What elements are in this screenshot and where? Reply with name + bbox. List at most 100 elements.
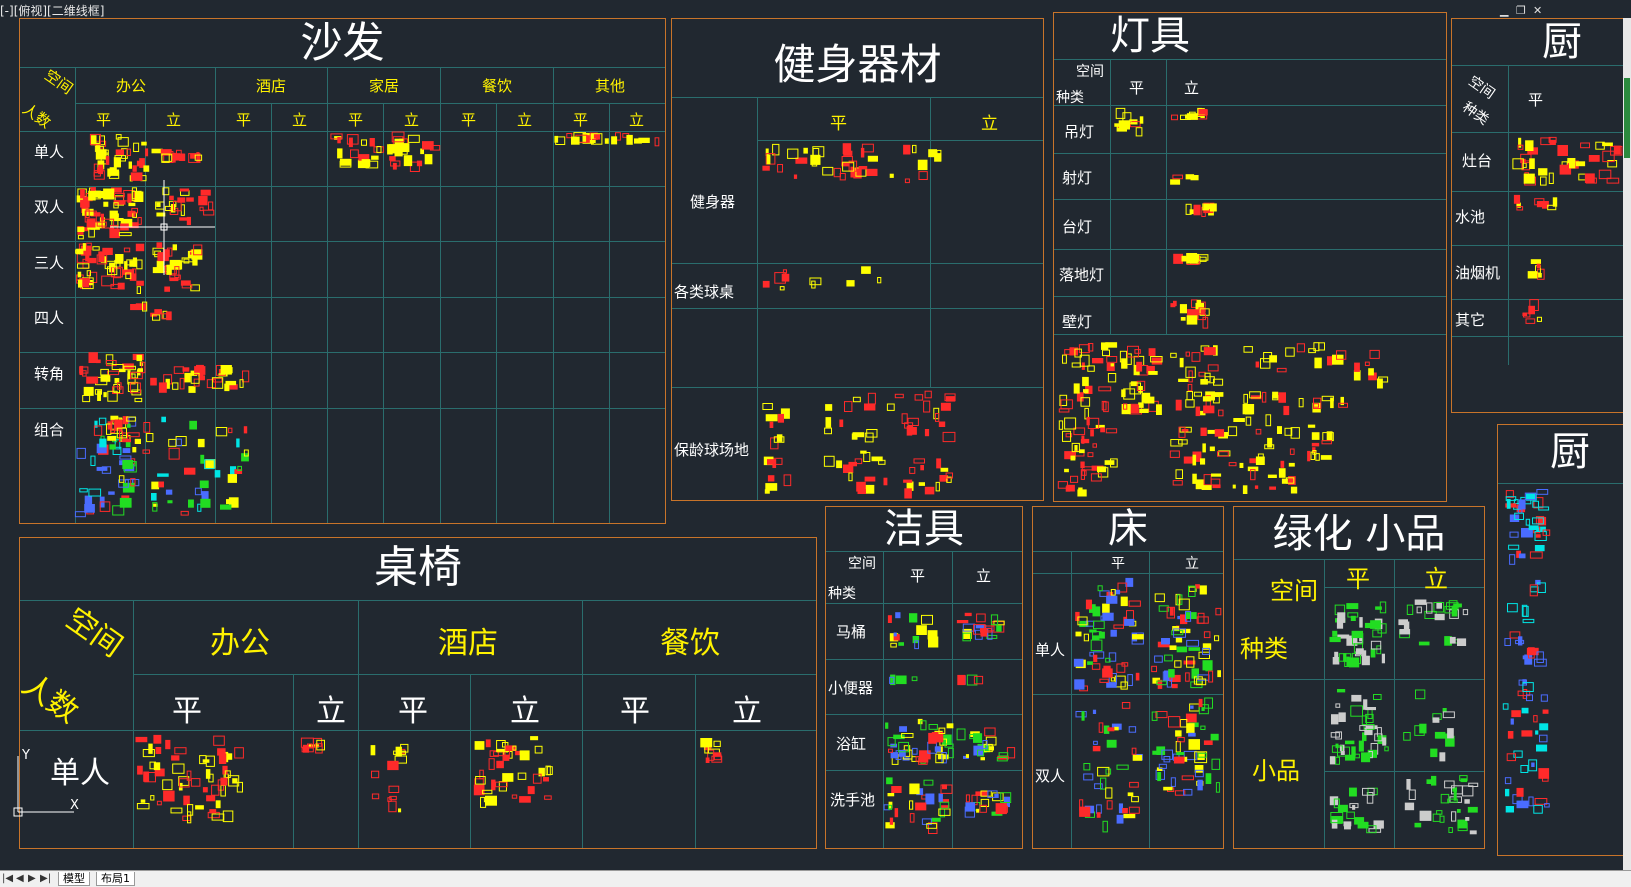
- cad-block-symbol[interactable]: [1115, 107, 1126, 119]
- cad-block-symbol[interactable]: [1404, 802, 1415, 811]
- cad-block-symbol[interactable]: [105, 354, 114, 365]
- cad-block-symbol[interactable]: [938, 793, 943, 803]
- cad-block-symbol[interactable]: [890, 752, 899, 759]
- cad-block-symbol[interactable]: [1525, 518, 1531, 526]
- cad-block-symbol[interactable]: [810, 154, 821, 165]
- cad-block-symbol[interactable]: [1588, 155, 1600, 162]
- cad-block-symbol[interactable]: [1092, 606, 1101, 617]
- cad-block-symbol[interactable]: [566, 133, 573, 139]
- cad-block-symbol[interactable]: [1345, 754, 1356, 761]
- cad-block-symbol[interactable]: [1122, 808, 1128, 814]
- cad-block-symbol[interactable]: [339, 158, 352, 166]
- cad-block-symbol[interactable]: [170, 260, 183, 270]
- cad-block-symbol[interactable]: [1073, 383, 1080, 394]
- cad-block-symbol[interactable]: [1326, 431, 1333, 441]
- cad-block-symbol[interactable]: [94, 389, 103, 395]
- cad-block-symbol[interactable]: [1345, 740, 1355, 745]
- cad-block-symbol[interactable]: [1198, 698, 1203, 708]
- cad-block-symbol[interactable]: [1557, 145, 1568, 156]
- cad-block-symbol[interactable]: [886, 777, 893, 785]
- cad-block-symbol[interactable]: [1337, 689, 1346, 693]
- cad-block-symbol[interactable]: [1185, 611, 1192, 622]
- cad-block-symbol[interactable]: [126, 416, 136, 422]
- cad-block-symbol[interactable]: [916, 625, 927, 635]
- cad-block-symbol[interactable]: [114, 155, 126, 162]
- cad-block-symbol[interactable]: [920, 465, 924, 471]
- cad-block-symbol[interactable]: [1131, 747, 1137, 755]
- cad-block-symbol[interactable]: [115, 254, 124, 264]
- cad-block-symbol[interactable]: [204, 459, 215, 470]
- cad-block-symbol[interactable]: [243, 426, 248, 434]
- cad-block-symbol[interactable]: [1505, 496, 1517, 501]
- cad-block-symbol[interactable]: [973, 675, 984, 685]
- cad-block-symbol[interactable]: [1432, 813, 1441, 822]
- cad-block-symbol[interactable]: [1205, 773, 1212, 784]
- cad-block-symbol[interactable]: [946, 476, 952, 483]
- cad-block-symbol[interactable]: [979, 804, 987, 813]
- cad-block-symbol[interactable]: [962, 623, 976, 632]
- cad-block-symbol[interactable]: [1163, 756, 1171, 763]
- cad-block-symbol[interactable]: [1194, 765, 1204, 773]
- cad-block-symbol[interactable]: [1090, 429, 1094, 437]
- cad-block-symbol[interactable]: [82, 208, 94, 216]
- cad-block-symbol[interactable]: [966, 674, 978, 686]
- cad-block-symbol[interactable]: [1542, 709, 1549, 714]
- cad-block-symbol[interactable]: [98, 251, 105, 263]
- cad-block-symbol[interactable]: [1313, 403, 1320, 408]
- cad-block-symbol[interactable]: [1176, 752, 1185, 756]
- cad-block-symbol[interactable]: [1430, 748, 1438, 758]
- cad-block-symbol[interactable]: [93, 172, 101, 177]
- cad-block-symbol[interactable]: [1174, 660, 1182, 668]
- cad-block-symbol[interactable]: [183, 795, 190, 806]
- cad-block-symbol[interactable]: [205, 769, 211, 779]
- cad-block-symbol[interactable]: [1187, 253, 1200, 261]
- cad-block-symbol[interactable]: [983, 743, 993, 753]
- cad-block-symbol[interactable]: [1433, 602, 1445, 613]
- cad-block-symbol[interactable]: [474, 778, 484, 789]
- cad-block-symbol[interactable]: [946, 723, 954, 729]
- cad-block-symbol[interactable]: [1172, 480, 1183, 486]
- cad-block-symbol[interactable]: [87, 257, 97, 264]
- cad-block-symbol[interactable]: [1335, 743, 1339, 749]
- cad-block-symbol[interactable]: [1098, 722, 1104, 733]
- cad-block-symbol[interactable]: [1186, 639, 1199, 647]
- cad-block-symbol[interactable]: [1080, 438, 1090, 444]
- cad-block-symbol[interactable]: [939, 801, 950, 809]
- cad-block-symbol[interactable]: [998, 752, 1009, 757]
- cad-block-symbol[interactable]: [1139, 116, 1144, 124]
- cad-block-symbol[interactable]: [1350, 705, 1364, 717]
- cad-block-symbol[interactable]: [777, 164, 783, 173]
- cad-block-symbol[interactable]: [1462, 609, 1469, 616]
- cad-block-symbol[interactable]: [1434, 613, 1445, 621]
- cad-block-symbol[interactable]: [1198, 704, 1209, 715]
- cad-block-symbol[interactable]: [1384, 746, 1389, 752]
- cad-block-symbol[interactable]: [1152, 677, 1161, 684]
- cad-block-symbol[interactable]: [1336, 350, 1347, 360]
- cad-block-symbol[interactable]: [1150, 356, 1163, 363]
- cad-block-symbol[interactable]: [1355, 648, 1364, 655]
- cad-block-symbol[interactable]: [1351, 694, 1362, 702]
- cad-block-symbol[interactable]: [836, 460, 843, 469]
- cad-block-symbol[interactable]: [1188, 739, 1201, 750]
- cad-block-symbol[interactable]: [956, 620, 969, 624]
- cad-block-symbol[interactable]: [1382, 737, 1387, 746]
- cad-block-symbol[interactable]: [1534, 530, 1547, 542]
- cad-block-symbol[interactable]: [127, 370, 131, 380]
- cad-block-symbol[interactable]: [1537, 516, 1547, 526]
- cad-block-symbol[interactable]: [1099, 678, 1109, 683]
- cad-block-symbol[interactable]: [765, 153, 776, 165]
- cad-block-symbol[interactable]: [1540, 694, 1548, 702]
- cad-block-symbol[interactable]: [96, 359, 101, 364]
- cad-block-symbol[interactable]: [330, 133, 343, 140]
- cad-block-symbol[interactable]: [604, 138, 609, 144]
- cad-block-symbol[interactable]: [1079, 354, 1090, 367]
- cad-block-symbol[interactable]: [187, 804, 194, 816]
- cad-block-symbol[interactable]: [135, 303, 147, 310]
- cad-block-symbol[interactable]: [779, 286, 785, 291]
- cad-block-symbol[interactable]: [1105, 768, 1112, 775]
- cad-block-symbol[interactable]: [1527, 271, 1538, 279]
- cad-block-symbol[interactable]: [944, 743, 954, 748]
- cad-block-symbol[interactable]: [131, 187, 138, 200]
- cad-block-symbol[interactable]: [424, 154, 433, 165]
- cad-block-symbol[interactable]: [1089, 651, 1095, 657]
